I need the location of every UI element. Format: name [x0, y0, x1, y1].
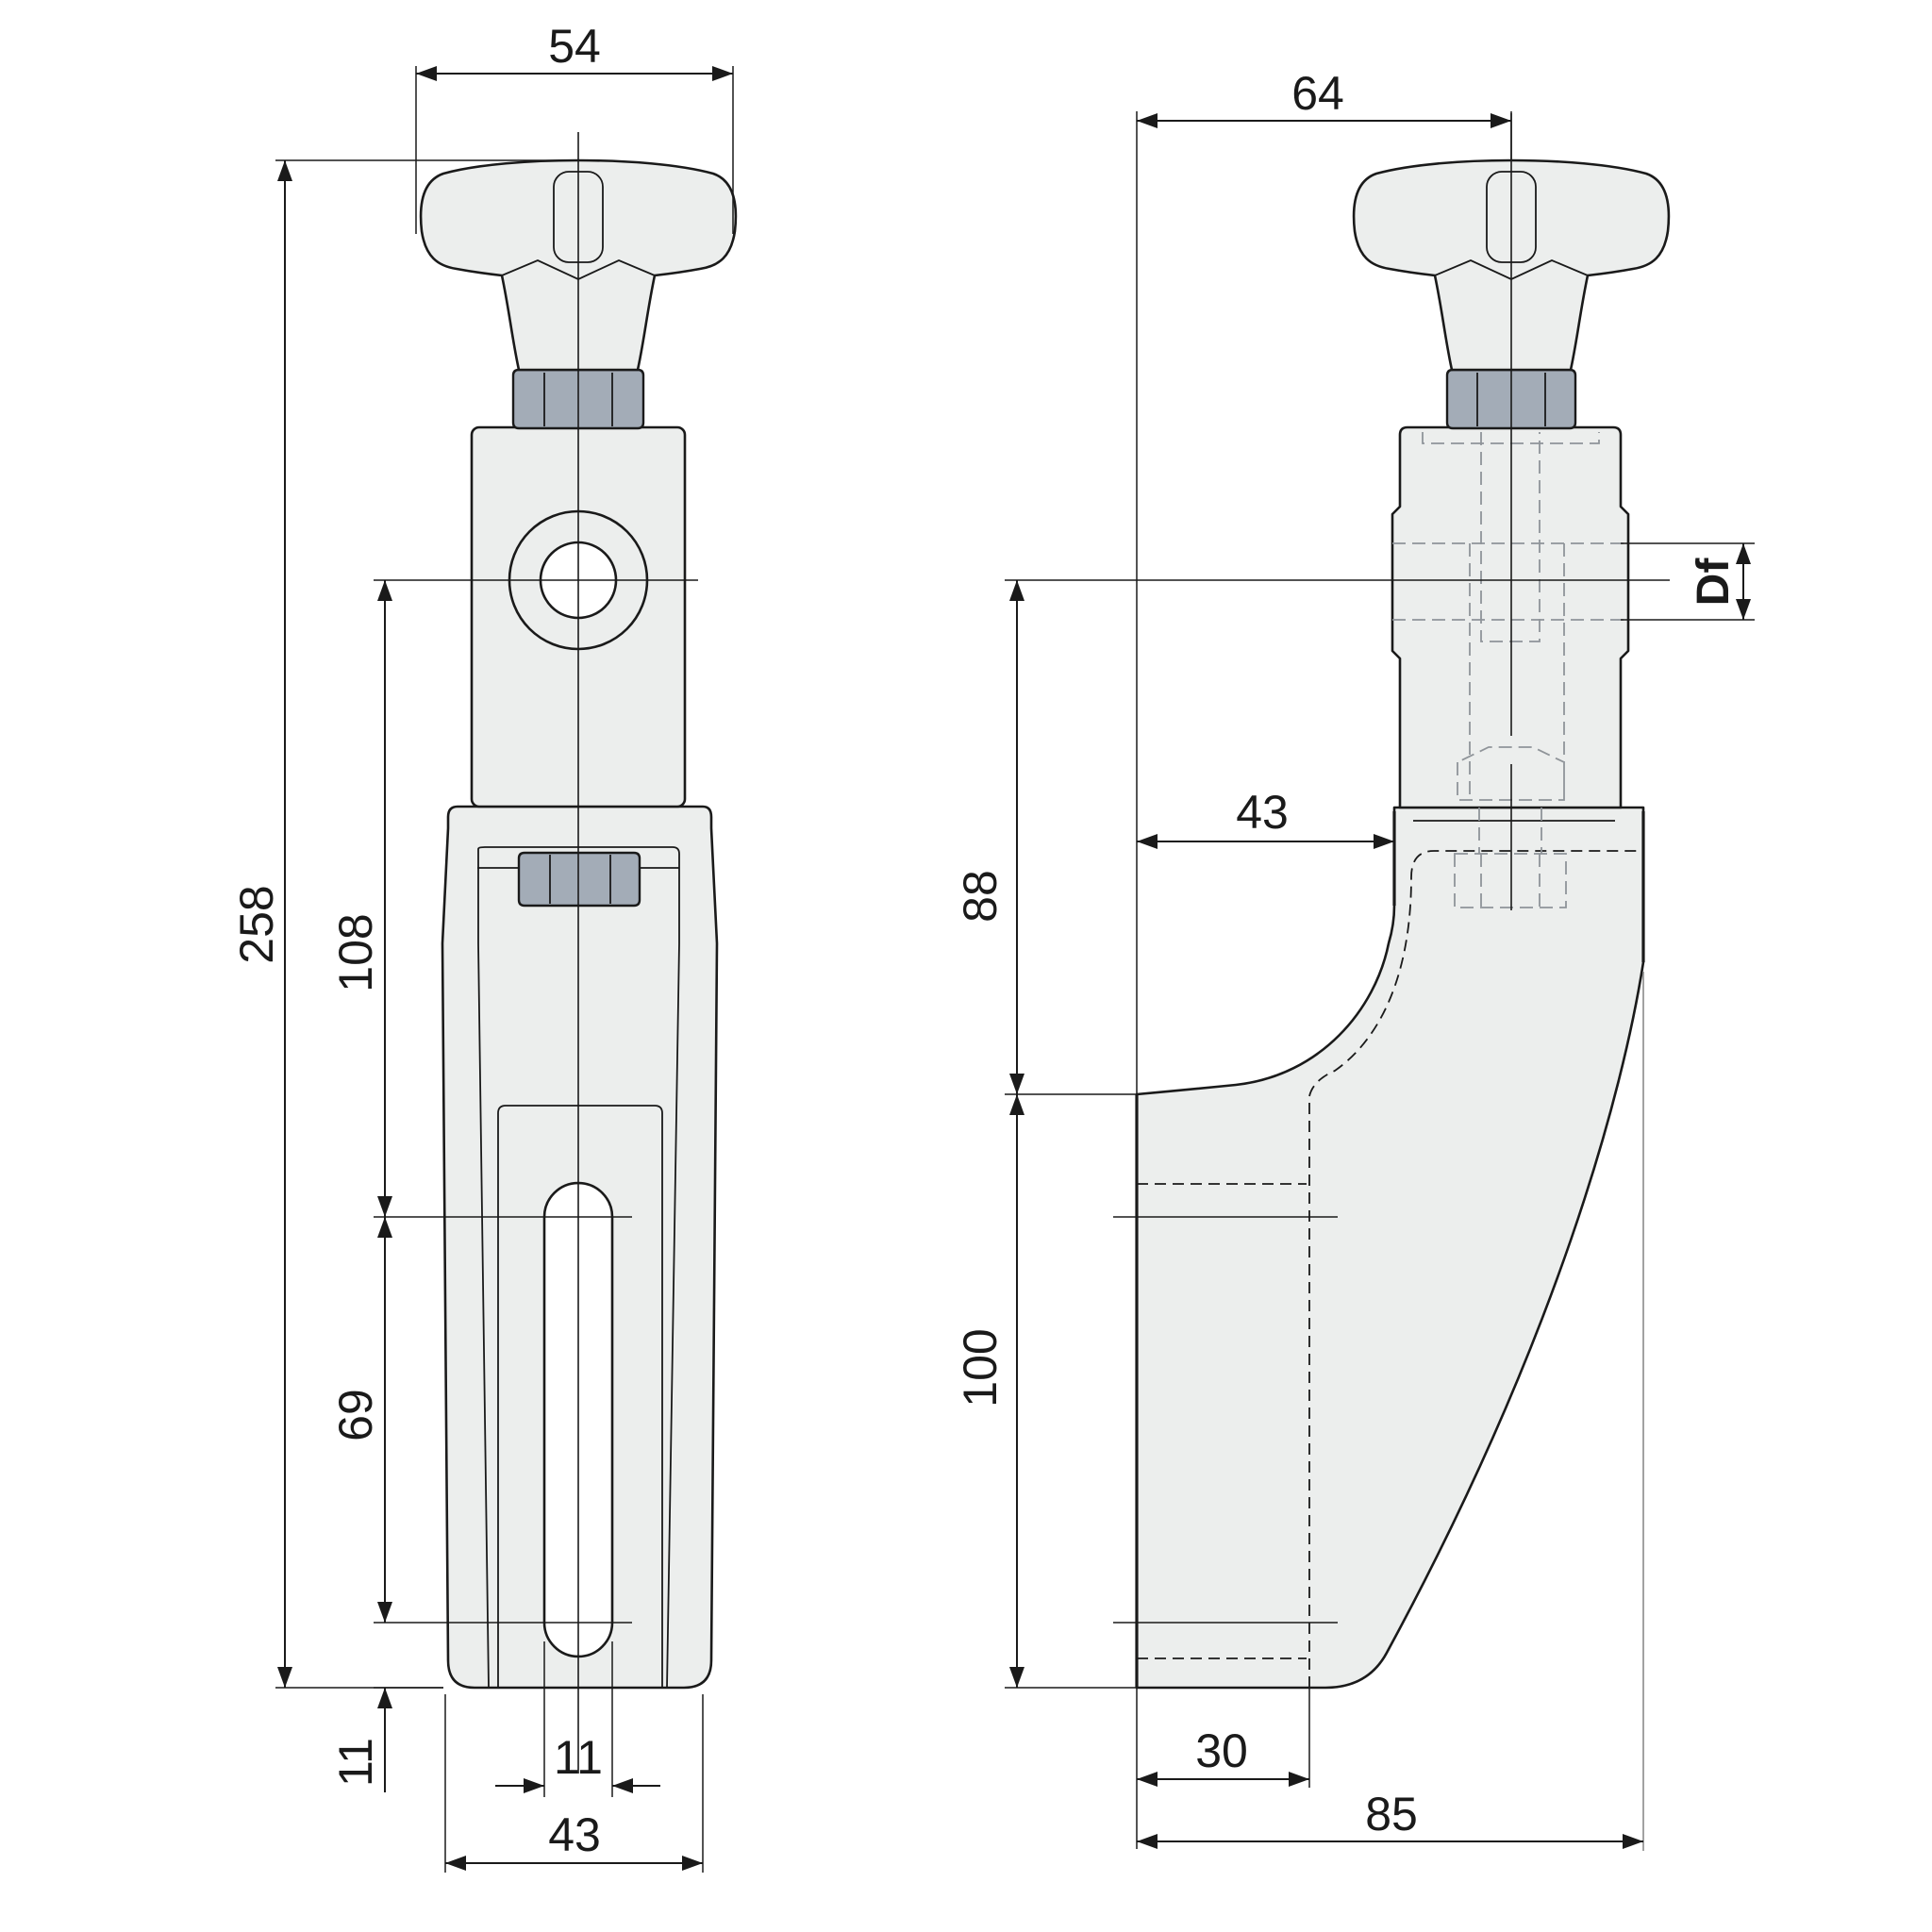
dim-43-front-base: 43	[548, 1808, 601, 1861]
dim-69: 69	[329, 1389, 382, 1441]
dim-54: 54	[548, 20, 601, 73]
dim-30: 30	[1195, 1724, 1248, 1777]
front-upper-nut-facets	[543, 373, 613, 426]
dim-df: Df	[1689, 558, 1739, 607]
side-collar-lines	[1394, 807, 1643, 822]
front-lower-nut-facets	[549, 855, 611, 904]
dim-11-offset: 11	[329, 1738, 382, 1787]
dim-64: 64	[1291, 67, 1344, 120]
side-view	[1135, 113, 1671, 1690]
side-upper-block	[1391, 425, 1630, 809]
dim-11-slot: 11	[554, 1731, 603, 1784]
front-slot-plate	[497, 1105, 663, 1688]
dim-258: 258	[230, 885, 283, 963]
dim-100: 100	[954, 1328, 1007, 1407]
side-jaw-hidden-contour	[1308, 850, 1640, 1688]
side-jaw-hidden-lines	[1137, 1183, 1307, 1659]
dim-88: 88	[954, 870, 1007, 923]
side-upper-nut-facets	[1476, 373, 1546, 426]
side-dimensions: 64 Df 88 100 43 30	[954, 67, 1755, 1851]
side-jaw-edges	[1135, 811, 1645, 1688]
dim-108: 108	[329, 913, 382, 991]
front-dimensions: 54 258 108 69 11 11 43	[230, 20, 734, 1873]
front-view	[419, 132, 738, 1774]
front-lower-nut	[517, 851, 641, 908]
dim-85: 85	[1365, 1788, 1418, 1840]
side-jaw-body	[1135, 806, 1645, 1690]
dim-43-side-neck: 43	[1236, 786, 1289, 839]
